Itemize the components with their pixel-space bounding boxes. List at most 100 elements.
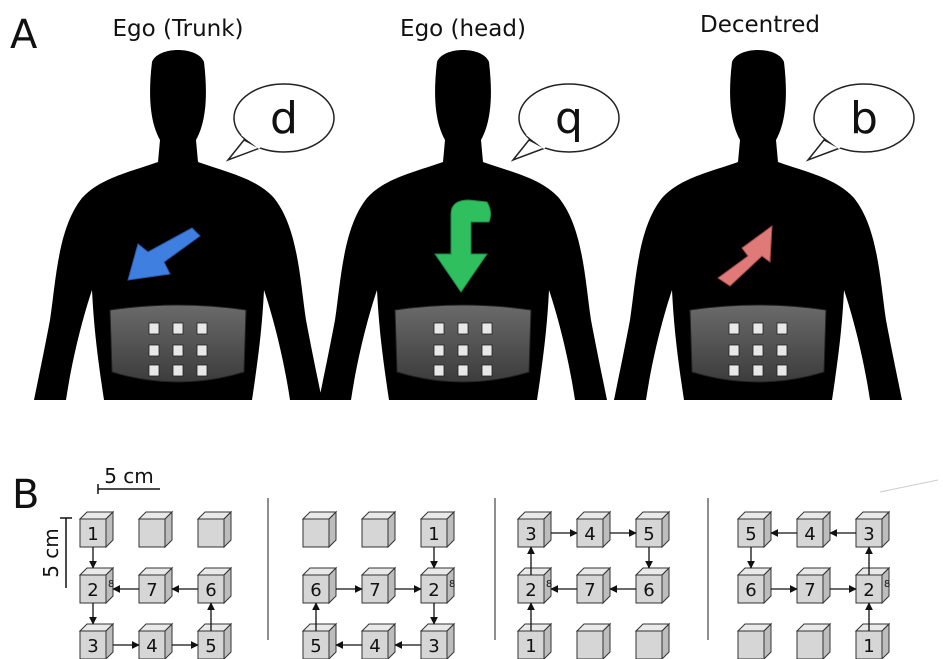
figure-ego-trunk: Ego (Trunk) d: [34, 16, 335, 400]
bubble-letter: b: [850, 93, 878, 144]
panel-b-letter: B: [12, 472, 39, 518]
belt-tactor: [457, 322, 469, 335]
cube: 3: [516, 510, 553, 549]
cube: 6: [301, 566, 338, 605]
belt-tactor: [728, 344, 740, 357]
tactile-belt: [394, 304, 532, 383]
belt-tactor: [776, 344, 788, 357]
cube: 5: [736, 510, 773, 549]
cube-marker: 8: [884, 579, 890, 590]
cube: 7: [575, 566, 612, 605]
belt-tactor: [196, 344, 208, 357]
bubble-letter: d: [270, 93, 298, 144]
cube-marker: 8: [449, 579, 455, 590]
cube: [137, 510, 174, 549]
figure-title: Ego (Trunk): [112, 16, 243, 42]
figure-title: Ego (head): [400, 16, 526, 42]
bubble-letter: q: [555, 93, 583, 144]
cube: 3: [78, 622, 115, 659]
tactile-belt: [109, 304, 247, 383]
panel-a-letter: A: [10, 12, 38, 58]
belt-tactor: [752, 344, 764, 357]
belt-tactor: [196, 364, 208, 377]
panel-dividers: [267, 479, 939, 640]
cube-number: 2: [428, 580, 439, 601]
cube-number: 3: [525, 524, 536, 545]
cube-number: 4: [804, 524, 815, 545]
speech-bubble: q: [510, 83, 620, 162]
cube-number: 1: [525, 636, 536, 657]
cube: [575, 622, 612, 659]
cube-number: 5: [310, 636, 321, 657]
cube-number: 7: [804, 580, 815, 601]
belt-tactor: [776, 322, 788, 335]
cube-number: 4: [146, 636, 157, 657]
cube: [360, 510, 397, 549]
belt-tactor: [728, 322, 740, 335]
scale-bar-vertical: 5 cm: [39, 517, 72, 588]
cube: 5: [196, 622, 233, 659]
belt-tactor: [752, 364, 764, 377]
belt-tactor: [481, 364, 493, 377]
belt-tactor: [481, 344, 493, 357]
belt-tactor: [433, 322, 445, 335]
belt-tactor: [172, 364, 184, 377]
cube: 6: [736, 566, 773, 605]
direction-arrow: [717, 224, 773, 287]
cube-number: 2: [863, 580, 874, 601]
cube-number: 2: [525, 580, 536, 601]
speech-bubble: b: [805, 83, 915, 162]
cube: 1: [419, 510, 456, 549]
belt-tactor: [433, 344, 445, 357]
cube: 4: [575, 510, 612, 549]
cube: 4: [795, 510, 832, 549]
cube-number: 6: [310, 580, 321, 601]
cube: 4: [137, 622, 174, 659]
belt-tactor: [457, 344, 469, 357]
cube: 6: [196, 566, 233, 605]
cube-marker: 8: [108, 579, 114, 590]
direction-arrow: [434, 199, 492, 293]
belt-tactor: [148, 322, 160, 335]
cube-number: 4: [369, 636, 380, 657]
direction-arrow: [127, 227, 201, 281]
belt-tactor: [148, 344, 160, 357]
belt-tactor: [457, 364, 469, 377]
cube-number: 6: [205, 580, 216, 601]
cube-number: 3: [863, 524, 874, 545]
cube: 1: [854, 622, 891, 659]
belt-tactor: [728, 364, 740, 377]
belt-tactor: [776, 364, 788, 377]
cube-number: 5: [643, 524, 654, 545]
belt-tactor: [148, 364, 160, 377]
cube: 3: [854, 510, 891, 549]
cube: 3: [419, 622, 456, 659]
cube-number: 1: [87, 524, 98, 545]
cube: 1: [78, 510, 115, 549]
cube: 7: [360, 566, 397, 605]
speech-bubble: d: [225, 83, 335, 162]
cube: 5: [634, 510, 671, 549]
cube-number: 7: [584, 580, 595, 601]
figure-title: Decentred: [700, 12, 820, 38]
cube: 4: [360, 622, 397, 659]
cube: 1: [516, 622, 553, 659]
figure-ego-head: Ego (head) q: [319, 16, 620, 400]
cube: 7: [137, 566, 174, 605]
cube-number: 1: [863, 636, 874, 657]
cube-number: 7: [369, 580, 380, 601]
body-silhouette: [614, 50, 902, 400]
cube-number: 4: [584, 524, 595, 545]
cube-number: 3: [428, 636, 439, 657]
cube: 7: [795, 566, 832, 605]
belt-tactor: [481, 322, 493, 335]
cube: [196, 510, 233, 549]
